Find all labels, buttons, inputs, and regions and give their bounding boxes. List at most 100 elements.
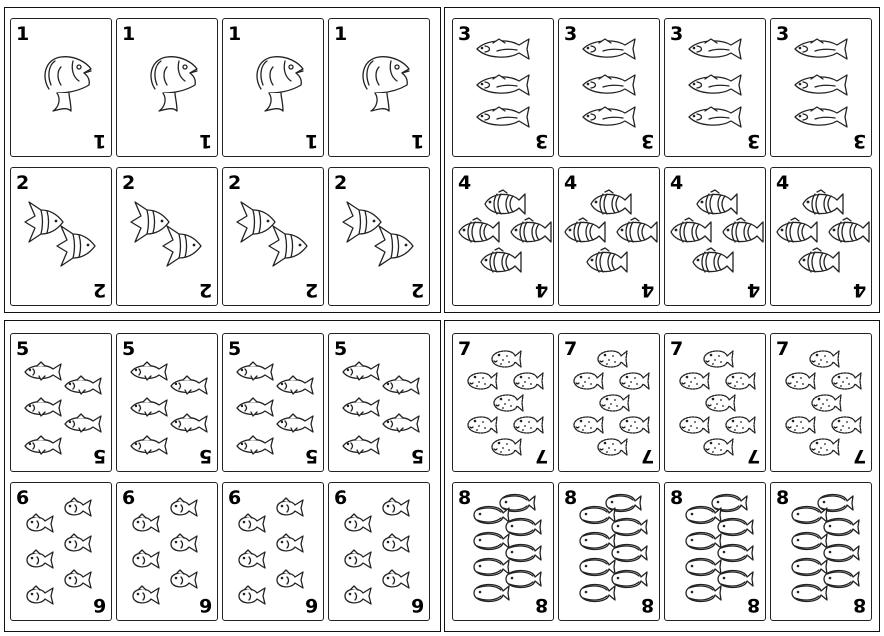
clownfish-icon bbox=[825, 217, 871, 250]
card-number-top: 5 bbox=[122, 338, 136, 360]
number-card: 7 7 bbox=[770, 333, 872, 472]
card-number-bottom: 3 bbox=[852, 130, 866, 152]
goldfish-icon bbox=[23, 585, 55, 611]
card-number-top: 4 bbox=[670, 172, 684, 194]
clownfish-icon bbox=[689, 247, 735, 280]
angelfish-icon bbox=[129, 200, 173, 248]
number-card: 8 8 bbox=[664, 482, 766, 621]
clownfish-icon bbox=[507, 217, 553, 250]
card-number-top: 8 bbox=[776, 487, 790, 509]
flounder-icon bbox=[503, 541, 543, 569]
minnow-icon bbox=[169, 412, 209, 438]
clownfish-icon bbox=[587, 189, 633, 222]
mackerel-icon bbox=[791, 73, 849, 101]
goldfish-icon bbox=[61, 533, 93, 559]
clownfish-icon bbox=[799, 189, 845, 222]
clownfish-icon bbox=[455, 217, 501, 250]
goldfish-icon bbox=[129, 549, 161, 575]
pufferfish-icon bbox=[465, 412, 499, 442]
minnow-icon bbox=[63, 412, 103, 438]
card-number-top: 2 bbox=[334, 172, 348, 194]
number-card: 5 5 bbox=[222, 333, 324, 472]
pufferfish-icon bbox=[595, 346, 629, 376]
pufferfish-icon bbox=[783, 368, 817, 398]
card-number-bottom: 7 bbox=[852, 445, 866, 467]
card-number-bottom: 2 bbox=[410, 279, 424, 301]
pufferfish-icon bbox=[465, 368, 499, 398]
card-number-top: 8 bbox=[564, 487, 578, 509]
flounder-icon bbox=[715, 515, 755, 543]
pufferfish-icon bbox=[571, 412, 605, 442]
flounder-icon bbox=[577, 503, 617, 531]
mackerel-icon bbox=[685, 105, 743, 133]
card-number-bottom: 5 bbox=[304, 445, 318, 467]
card-number-top: 6 bbox=[122, 487, 136, 509]
number-card: 1 1 bbox=[222, 18, 324, 157]
pufferfish-icon bbox=[703, 390, 737, 420]
minnow-icon bbox=[23, 434, 63, 460]
goldfish-icon bbox=[61, 497, 93, 523]
card-number-top: 3 bbox=[564, 23, 578, 45]
card-number-bottom: 3 bbox=[534, 130, 548, 152]
pufferfish-icon bbox=[617, 412, 651, 442]
card-number-bottom: 5 bbox=[92, 445, 106, 467]
card-number-bottom: 1 bbox=[304, 130, 318, 152]
minnow-icon bbox=[275, 374, 315, 400]
card-number-bottom: 2 bbox=[304, 279, 318, 301]
bass-icon bbox=[35, 49, 97, 119]
flounder-icon bbox=[471, 581, 511, 609]
number-card: 8 8 bbox=[558, 482, 660, 621]
card-number-bottom: 3 bbox=[746, 130, 760, 152]
card-number-bottom: 3 bbox=[640, 130, 654, 152]
pufferfish-icon bbox=[491, 390, 525, 420]
flounder-icon bbox=[789, 581, 829, 609]
card-number-bottom: 7 bbox=[640, 445, 654, 467]
number-card: 5 5 bbox=[328, 333, 430, 472]
number-card: 2 2 bbox=[222, 167, 324, 306]
minnow-icon bbox=[381, 374, 421, 400]
card-number-bottom: 4 bbox=[640, 279, 654, 301]
card-number-top: 2 bbox=[122, 172, 136, 194]
number-card: 6 6 bbox=[328, 482, 430, 621]
card-number-top: 6 bbox=[228, 487, 242, 509]
pufferfish-icon bbox=[701, 434, 735, 464]
minnow-icon bbox=[129, 434, 169, 460]
pufferfish-icon bbox=[723, 368, 757, 398]
card-number-top: 4 bbox=[776, 172, 790, 194]
flounder-icon bbox=[497, 491, 537, 519]
flounder-icon bbox=[683, 529, 723, 557]
number-card: 7 7 bbox=[664, 333, 766, 472]
flounder-icon bbox=[609, 567, 649, 595]
flounder-icon bbox=[815, 491, 855, 519]
mackerel-icon bbox=[473, 105, 531, 133]
angelfish-icon bbox=[55, 224, 99, 272]
pufferfish-icon bbox=[807, 346, 841, 376]
mackerel-icon bbox=[791, 105, 849, 133]
card-number-top: 7 bbox=[776, 338, 790, 360]
pufferfish-icon bbox=[489, 346, 523, 376]
minnow-icon bbox=[23, 396, 63, 422]
mackerel-icon bbox=[579, 105, 637, 133]
card-number-top: 7 bbox=[670, 338, 684, 360]
goldfish-icon bbox=[341, 549, 373, 575]
flounder-icon bbox=[577, 555, 617, 583]
goldfish-icon bbox=[273, 497, 305, 523]
bass-icon bbox=[353, 49, 415, 119]
card-number-top: 1 bbox=[334, 23, 348, 45]
card-number-bottom: 8 bbox=[640, 594, 654, 616]
clownfish-icon bbox=[481, 189, 527, 222]
flounder-icon bbox=[821, 515, 861, 543]
pufferfish-icon bbox=[723, 412, 757, 442]
minnow-icon bbox=[341, 360, 381, 386]
card-number-top: 6 bbox=[16, 487, 30, 509]
number-card: 4 4 bbox=[452, 167, 554, 306]
minnow-icon bbox=[129, 396, 169, 422]
number-card: 6 6 bbox=[222, 482, 324, 621]
angelfish-icon bbox=[267, 224, 311, 272]
clownfish-icon bbox=[561, 217, 607, 250]
card-number-bottom: 8 bbox=[534, 594, 548, 616]
clownfish-icon bbox=[667, 217, 713, 250]
pufferfish-icon bbox=[829, 412, 863, 442]
card-number-top: 4 bbox=[564, 172, 578, 194]
minnow-icon bbox=[129, 360, 169, 386]
